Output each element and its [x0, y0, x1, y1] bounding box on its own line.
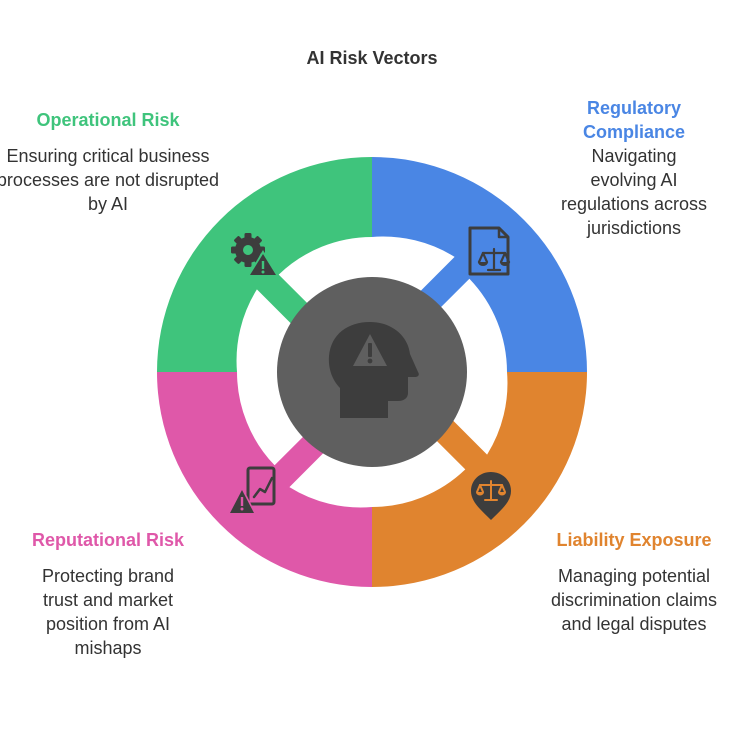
operational-risk-description: Ensuring critical business processes are… [0, 146, 220, 214]
gear-warning-icon [231, 233, 279, 277]
chart-warning-icon [227, 466, 276, 516]
operational-risk-title: Operational Risk [36, 110, 180, 130]
regulatory-compliance-title: Regulatory Compliance [582, 98, 686, 142]
scales-pin-icon [471, 472, 511, 520]
regulatory-compliance-description: Navigating evolving AI regulations acros… [560, 146, 708, 238]
liability-exposure-description: Managing potential discrimination claims… [550, 566, 718, 634]
regulatory-compliance-block: Regulatory Compliance Navigating evolvin… [519, 96, 744, 240]
reputational-risk-title: Reputational Risk [31, 530, 185, 550]
segment-reputational [157, 372, 372, 587]
liability-exposure-title: Liability Exposure [556, 530, 712, 550]
document-scales-icon [468, 226, 511, 276]
reputational-risk-block: Reputational Risk Protecting brand trust… [0, 528, 223, 660]
operational-risk-block: Operational Risk Ensuring critical busin… [0, 108, 223, 216]
liability-exposure-block: Liability Exposure Managing potential di… [519, 528, 744, 636]
reputational-risk-description: Protecting brand trust and market positi… [41, 566, 175, 658]
head-warning-icon [328, 322, 419, 418]
diagram-title: AI Risk Vectors [306, 48, 438, 68]
